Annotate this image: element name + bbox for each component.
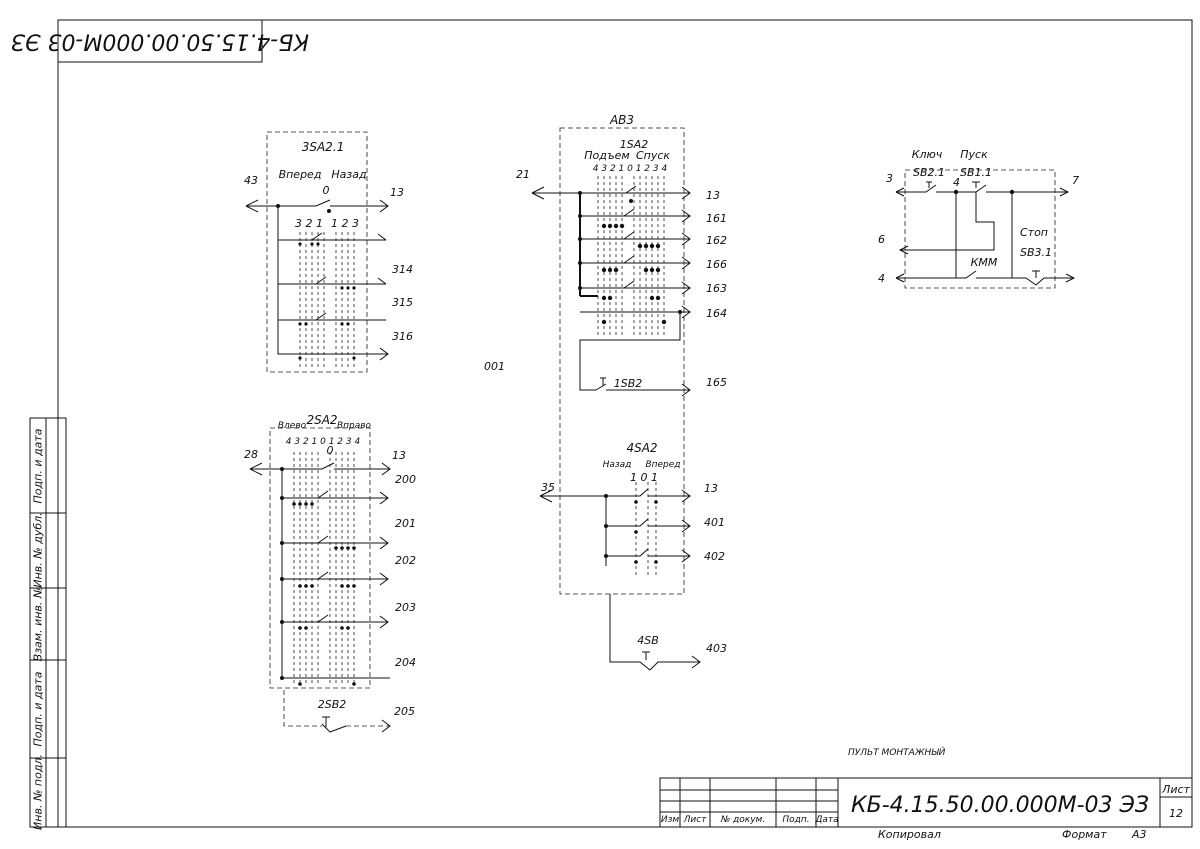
1sa2-input-wire: 21 xyxy=(516,168,530,181)
1sa2-out-163: 163 xyxy=(706,282,727,295)
title-code: КБ-4.15.50.00.000М-03 ЭЗ xyxy=(851,793,1149,818)
switch-4sa2: 4SA2 Назад Вперед 1 0 1 35 13 401 402 4S… xyxy=(539,441,727,671)
side-label-4: Подп. и дата xyxy=(32,671,45,746)
4sa2-right-label: Вперед xyxy=(645,460,680,470)
key-name: SB2.1 xyxy=(913,166,945,179)
2sb2-name: 2SB2 xyxy=(318,698,347,711)
col-sign: Подп. xyxy=(782,815,809,825)
1sa2-out-166: 166 xyxy=(706,258,727,271)
start-label: Пуск xyxy=(960,148,988,161)
4sa2-out-13: 13 xyxy=(704,482,718,495)
1sa2-left-label: Подъем xyxy=(584,149,629,162)
switch-2sa2: 2SA2 Влево Вправо 4 3 2 1 0 1 2 3 4 0 28… xyxy=(244,413,416,733)
col-doc: № докум. xyxy=(720,815,765,825)
stop-label: Стоп xyxy=(1020,226,1048,239)
outer-frame xyxy=(57,19,1193,828)
wire-3: 3 xyxy=(886,172,893,185)
format-label: Формат xyxy=(1062,828,1107,841)
2sa2-out-202: 202 xyxy=(395,554,416,567)
format-value: А3 xyxy=(1131,828,1147,841)
side-label-1: Подп. и дата xyxy=(32,428,45,503)
rotated-code: КБ-4.15.50.00.000М-03 ЭЗ xyxy=(11,29,309,54)
1sa2-right-label: Спуск xyxy=(636,149,670,162)
3sa21-name: 3SA2.1 xyxy=(302,140,345,154)
wire-6: 6 xyxy=(878,233,885,246)
3sa21-out-13: 13 xyxy=(390,186,404,199)
key-start-stop-block: Ключ SB2.1 Пуск SB1.1 Стоп SB3.1 КММ 3 4… xyxy=(878,148,1079,289)
2sa2-out-201: 201 xyxy=(395,517,416,530)
3sa21-out-314: 314 xyxy=(392,263,413,276)
2sa2-out-200: 200 xyxy=(395,473,416,486)
wire-4-bottom: 4 xyxy=(878,272,885,285)
3sa21-left-label: Вперед xyxy=(279,168,322,181)
wire-7: 7 xyxy=(1072,174,1079,187)
2sa2-positions: 4 3 2 1 0 1 2 3 4 xyxy=(286,437,361,447)
2sa2-out-203: 203 xyxy=(395,601,416,614)
4sa2-positions: 1 0 1 xyxy=(630,471,658,484)
start-name: SB1.1 xyxy=(960,166,992,179)
2sa2-name: 2SA2 xyxy=(306,413,337,427)
stop-name: SB3.1 xyxy=(1020,246,1052,259)
side-label-3: Взам. инв. № xyxy=(32,587,45,662)
1sa2-out-162: 162 xyxy=(706,234,727,247)
1sa2-positions: 4 3 2 1 0 1 2 3 4 xyxy=(593,164,668,174)
relay-label: КММ xyxy=(971,256,998,269)
1sb2-wire: 165 xyxy=(706,376,727,389)
2sa2-out-204: 204 xyxy=(395,656,416,669)
switch-3sa21: 3SA2.1 Вперед Назад 0 3 2 1 1 2 3 43 13 … xyxy=(244,131,413,373)
3sa21-out-315: 315 xyxy=(392,296,413,309)
side-label-2: Инв. № дубл. xyxy=(32,512,45,587)
col-izm: Изм xyxy=(661,815,680,825)
side-label-5: Инв. № подл. xyxy=(32,754,45,830)
2sa2-left-label: Влево xyxy=(278,421,307,431)
4sa2-left-label: Назад xyxy=(603,460,632,470)
3sa21-input-wire: 43 xyxy=(244,174,258,187)
2sb2-wire: 205 xyxy=(394,705,415,718)
1sa2-side-label: 001 xyxy=(484,360,505,373)
3sa21-out-316: 316 xyxy=(392,330,413,343)
3sa21-pos-left: 3 2 1 xyxy=(295,217,323,230)
wire-4-top: 4 xyxy=(953,176,960,189)
col-date: Дата xyxy=(814,815,838,825)
4sb-wire: 403 xyxy=(706,642,727,655)
copied-label: Копировал xyxy=(878,828,941,841)
col-list: Лист xyxy=(683,815,708,825)
4sb-name: 4SB xyxy=(637,634,659,647)
sheet-label: Лист xyxy=(1161,783,1190,796)
1sa2-panel: АВ3 xyxy=(609,113,634,127)
1sb2-name: 1SB2 xyxy=(614,377,643,390)
2sa2-input-wire: 28 xyxy=(244,448,258,461)
sheet-caption: ПУЛЬТ МОНТАЖНЫЙ xyxy=(848,746,946,758)
1sa2-out-164: 164 xyxy=(706,307,727,320)
3sa21-pos-right: 1 2 3 xyxy=(331,217,359,230)
1sa2-name: 1SA2 xyxy=(620,138,649,151)
sheet-number: 12 xyxy=(1169,807,1183,820)
1sa2-out-161: 161 xyxy=(706,212,727,225)
2sa2-out-13: 13 xyxy=(392,449,406,462)
switch-1sa2: АВ3 1SA2 Подъем Спуск 4 3 2 1 0 1 2 3 4 … xyxy=(484,113,727,595)
key-label: Ключ xyxy=(912,148,943,161)
title-block: Изм Лист № докум. Подп. Дата КБ-4.15.50.… xyxy=(659,777,1193,841)
4sa2-name: 4SA2 xyxy=(626,441,657,455)
1sa2-out-13: 13 xyxy=(706,189,720,202)
3sa21-zero: 0 xyxy=(323,184,330,197)
3sa21-right-label: Назад xyxy=(331,168,366,181)
4sa2-out-402: 402 xyxy=(704,550,725,563)
rotated-code-box xyxy=(57,19,263,63)
4sa2-out-401: 401 xyxy=(704,516,725,529)
2sa2-right-label: Вправо xyxy=(337,421,372,431)
binding-strip: Подп. и дата Инв. № дубл. Взам. инв. № П… xyxy=(29,417,67,830)
2sa2-zero: 0 xyxy=(327,444,334,457)
